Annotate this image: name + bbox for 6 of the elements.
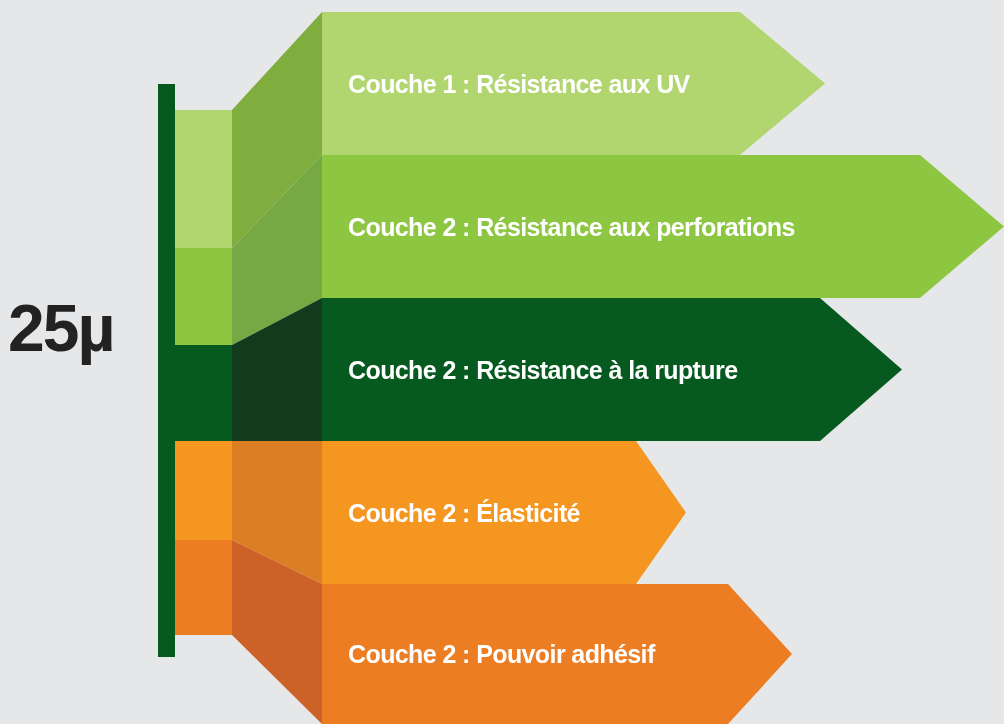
layer-label: Couche 2 : Résistance aux perforations [348,212,795,241]
thickness-label: 25µ [8,290,114,366]
layer-label: Couche 2 : Élasticité [348,498,580,527]
layer-label: Couche 2 : Résistance à la rupture [348,355,738,384]
layer-label: Couche 1 : Résistance aux UV [348,69,690,98]
layer-label: Couche 2 : Pouvoir adhésif [348,639,655,669]
